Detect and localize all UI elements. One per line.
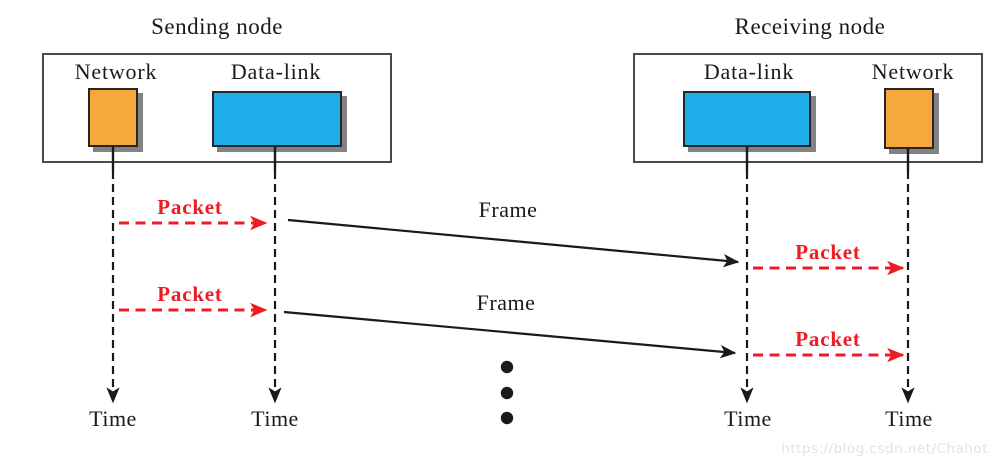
sending-network-label: Network — [74, 59, 158, 84]
frame-label-1: Frame — [478, 197, 538, 222]
watermark-text: https://blog.csdn.net/Chahot — [781, 441, 988, 457]
sending-network-time-label: Time — [89, 406, 137, 431]
packet-recv-label-2: Packet — [795, 327, 861, 351]
receiving-network-time-label: Time — [885, 406, 933, 431]
ellipsis-dot-1 — [500, 360, 514, 374]
packet-recv-label-1: Packet — [795, 240, 861, 264]
frame-label-2: Frame — [476, 290, 536, 315]
receiving-datalink-time-label: Time — [724, 406, 772, 431]
sending-datalink-layer-box — [212, 91, 342, 147]
sending-datalink-time-label: Time — [251, 406, 299, 431]
frame-arrow-2 — [283, 310, 737, 359]
receiving-network-label: Network — [871, 59, 955, 84]
receiving-datalink-layer-box — [683, 91, 811, 147]
frame-arrow-1 — [287, 218, 740, 268]
ellipsis-dot-3 — [500, 411, 514, 425]
receiving-network-layer-box — [884, 88, 934, 149]
receiving-node-title: Receiving node — [734, 14, 886, 39]
receiving-datalink-label: Data-link — [703, 59, 795, 84]
packet-send-label-2: Packet — [157, 282, 223, 306]
sending-node-title: Sending node — [151, 14, 283, 39]
ellipsis-dot-2 — [500, 386, 514, 400]
packet-send-label-1: Packet — [157, 195, 223, 219]
sending-datalink-label: Data-link — [230, 59, 322, 84]
